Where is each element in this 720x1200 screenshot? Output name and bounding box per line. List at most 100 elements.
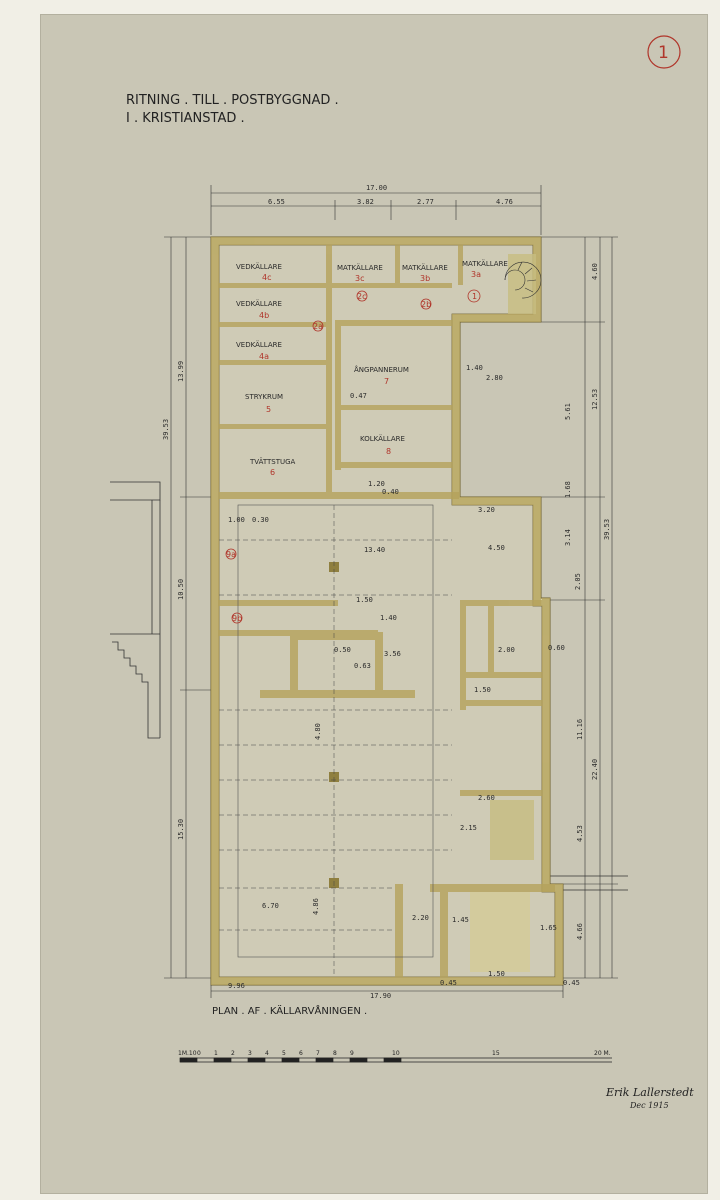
title-line-2: I . KRISTIANSTAD .	[126, 111, 245, 126]
interior-walls	[218, 245, 555, 977]
room-label-7: ÅNGPANNERUM	[354, 365, 409, 374]
bottom-dimension-chain	[210, 985, 564, 998]
dim-0-60: 0.60	[548, 644, 565, 652]
top-dim-total: 17.00	[366, 184, 387, 192]
left-dim-total: 39.53	[162, 419, 170, 440]
top-dim-4: 4.76	[496, 198, 513, 206]
title-line-1: RITNING . TILL . POSTBYGGNAD .	[126, 93, 339, 108]
scale-label-4: 3	[248, 1050, 252, 1057]
scale-label-9: 8	[333, 1050, 337, 1057]
room-label-3: MATKÄLLARE	[402, 263, 448, 272]
room-label-1: VEDKÄLLARE	[236, 262, 282, 271]
dim-hall-width: 13.40	[364, 546, 385, 554]
scale-label-11: 10	[392, 1050, 400, 1057]
right-dim-10: 4.53	[576, 825, 584, 842]
top-dimension-chain	[210, 185, 542, 235]
marker-1: 1	[472, 292, 477, 301]
beam-lines	[219, 505, 452, 977]
sheet-number: 1	[658, 43, 669, 63]
signature-date: Dec 1915	[629, 1101, 669, 1110]
marker-circle-5	[225, 548, 237, 560]
building-outline	[210, 236, 564, 986]
dim-3-20: 3.20	[478, 506, 495, 514]
dim-4-50: 4.50	[488, 544, 505, 552]
dim-1-65: 1.65	[540, 924, 557, 932]
room-label-5: VEDKÄLLARE	[236, 299, 282, 308]
left-dim-3: 15.30	[177, 819, 185, 840]
dim-4-86: 4.86	[312, 898, 320, 915]
dim-1-40: 1.40	[380, 614, 397, 622]
room-markers	[225, 289, 481, 624]
scale-label-12: 15	[492, 1050, 500, 1057]
left-dim-2: 10.50	[177, 579, 185, 600]
room-label-10: TVÄTTSTUGA	[249, 457, 296, 466]
room-num-3: 3b	[420, 274, 430, 283]
top-dim-1: 6.55	[268, 198, 285, 206]
room-num-7: 7	[384, 377, 389, 386]
right-dim-5: 1.68	[564, 481, 572, 498]
section-detail	[110, 481, 161, 739]
marker-circle-2	[356, 290, 368, 302]
scale-label-0: 1M.10	[178, 1050, 197, 1057]
marker-circle-3	[420, 298, 432, 310]
scale-label-8: 7	[316, 1050, 320, 1057]
scale-label-13: 20 M.	[594, 1050, 611, 1057]
dim-2-20: 2.20	[412, 914, 429, 922]
dim-4-80: 4.80	[314, 723, 322, 740]
right-dim-11: 4.66	[576, 923, 584, 940]
dim-0-30: 0.30	[252, 516, 269, 524]
top-dim-2: 3.82	[357, 198, 374, 206]
scale-labels: 1M.10 0 1 2 3 4 5 6 7 8 9 10 15 20 M.	[178, 1050, 611, 1057]
scale-label-6: 5	[282, 1050, 286, 1057]
top-dim-3: 2.77	[417, 198, 434, 206]
marker-5: 9a	[226, 550, 236, 559]
hall-outline	[237, 504, 434, 958]
scale-label-1: 0	[197, 1050, 201, 1057]
room-label-2: MATKÄLLARE	[337, 263, 383, 272]
dim-1-50: 1.50	[356, 596, 373, 604]
bottom-dim-total: 17.90	[370, 992, 391, 1000]
marker-4: 2a	[313, 322, 323, 331]
dim-2-60: 2.60	[478, 794, 495, 802]
marker-2: 2c	[357, 292, 367, 301]
right-dim-9: 22.40	[591, 759, 599, 780]
bottom-dim-150: 1.50	[488, 970, 505, 978]
right-dim-7: 2.05	[574, 573, 582, 590]
room-num-6: 4a	[259, 352, 269, 361]
scale-label-7: 6	[299, 1050, 303, 1057]
dim-2-15: 2.15	[460, 824, 477, 832]
bottom-dim-small2: 0.45	[563, 979, 580, 987]
room-num-4: 3a	[471, 270, 481, 279]
room-num-2: 3c	[355, 274, 365, 283]
dim-2-00: 2.00	[498, 646, 515, 654]
room-label-6: VEDKÄLLARE	[236, 340, 282, 349]
right-dim-2: 12.53	[591, 389, 599, 410]
marker-circle-4	[312, 320, 324, 332]
dim-1-45: 1.45	[452, 916, 469, 924]
dim-6-70: 6.70	[262, 902, 279, 910]
dim-1-50b: 1.50	[474, 686, 491, 694]
room-label-9: KOLKÄLLARE	[360, 434, 405, 443]
sheet-number-circle	[647, 35, 681, 69]
marker-3: 2b	[421, 300, 431, 309]
architect-signature: Erik Lallerstedt	[605, 1086, 694, 1099]
scale-bar	[179, 1057, 612, 1063]
marker-circle-1	[467, 289, 481, 303]
right-dim-3: 39.53	[603, 519, 611, 540]
room-label-8: STRYKRUM	[245, 393, 283, 401]
room-num-5: 4b	[259, 311, 269, 320]
dim-3-56: 3.56	[384, 650, 401, 658]
bottom-dim-left: 9.96	[228, 982, 245, 990]
dim-2-80: 2.80	[486, 374, 503, 382]
dim-0-47: 0.47	[350, 392, 367, 400]
right-dim-4: 5.61	[564, 403, 572, 420]
room-num-8: 5	[266, 405, 271, 414]
right-dim-6: 3.14	[564, 529, 572, 546]
dim-1-00: 1.00	[228, 516, 245, 524]
plan-caption: PLAN . AF . KÄLLARVÅNINGEN .	[212, 1004, 367, 1017]
room-num-1: 4c	[262, 273, 272, 282]
interior-dimensions: 13.40 4.80 6.70 4.86 1.20 1.00 0.30 1.50…	[228, 364, 565, 932]
left-dim-1: 13.99	[177, 361, 185, 382]
dim-1-20: 1.20	[368, 480, 385, 488]
